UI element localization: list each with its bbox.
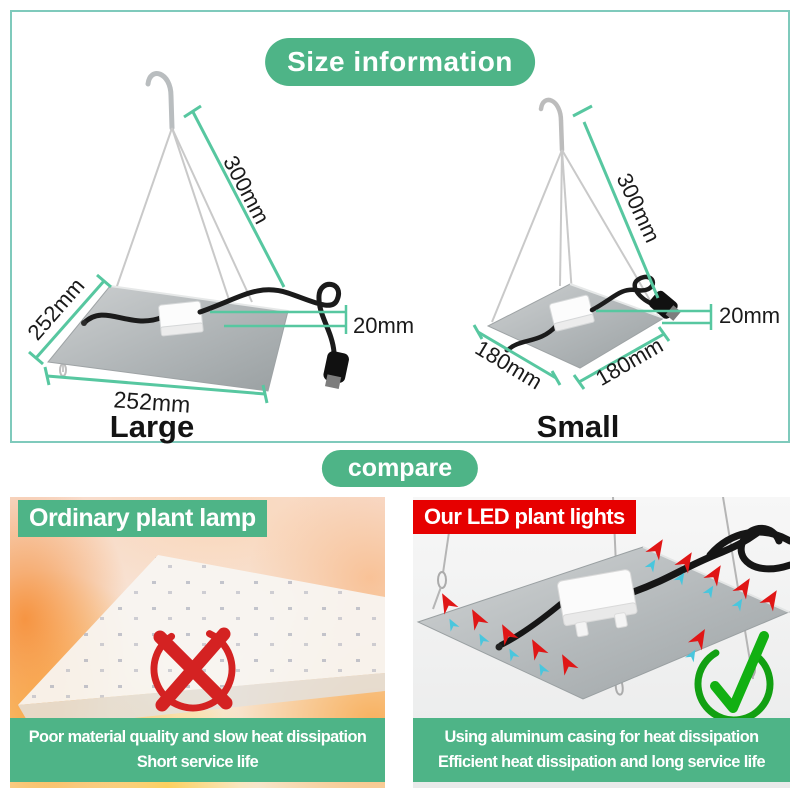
our-led-caption: Using aluminum casing for heat dissipati… (413, 718, 790, 782)
ordinary-lamp-title: Ordinary plant lamp (18, 500, 267, 537)
compare-section-title: compare (321, 450, 479, 487)
our-led-title: Our LED plant lights (413, 500, 636, 534)
led-lamp-heat-graphic (416, 497, 790, 724)
driver-box (557, 569, 638, 638)
caption-line: Poor material quality and slow heat diss… (28, 727, 367, 746)
caption-line: Short service life (136, 752, 259, 771)
size-section-title: Size information (265, 38, 535, 86)
our-led-panel: Our LED plant lights Using aluminum casi… (413, 497, 790, 788)
ordinary-lamp-panel: Ordinary plant lamp Poor material qualit… (10, 497, 385, 788)
ordinary-lamp-caption: Poor material quality and slow heat diss… (10, 718, 385, 782)
cross-icon (150, 626, 236, 712)
burning-pcb-graphic (18, 555, 385, 729)
caption-line: Using aluminum casing for heat dissipati… (444, 727, 759, 746)
check-icon (694, 631, 774, 724)
caption-line: Efficient heat dissipation and long serv… (438, 752, 766, 771)
